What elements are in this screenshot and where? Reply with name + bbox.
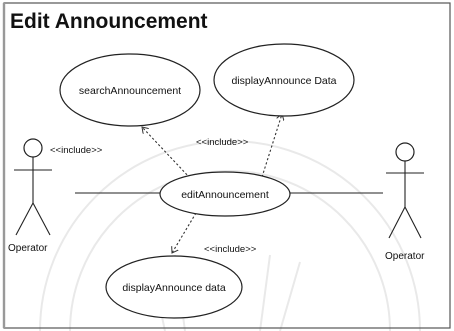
use-case-display-top-label: displayAnnounce Data: [231, 75, 336, 87]
actor-right-label: Operator: [385, 251, 425, 262]
actor-left-label: Operator: [8, 243, 48, 254]
use-case-search-announcement: searchAnnouncement: [59, 53, 201, 127]
use-case-edit-label: editAnnouncement: [181, 189, 269, 201]
include-label-top: <<include>>: [196, 137, 249, 148]
include-label-bottom: <<include>>: [204, 244, 257, 255]
use-case-search-label: searchAnnouncement: [79, 85, 181, 97]
diagram-title: Edit Announcement: [10, 10, 208, 33]
actor-right: Operator: [385, 142, 425, 262]
include-label-left: <<include>>: [50, 145, 103, 156]
use-case-edit-announcement: editAnnouncement: [159, 171, 291, 217]
use-case-display-announce-data-top: displayAnnounce Data: [213, 43, 355, 117]
use-case-display-announce-data-bottom: displayAnnounce data: [105, 255, 243, 319]
use-case-display-bottom-label: displayAnnounce data: [122, 282, 225, 294]
include-edge-search: [142, 127, 191, 179]
actor-left: Operator: [8, 138, 52, 254]
include-edge-display-bottom: [172, 212, 197, 253]
